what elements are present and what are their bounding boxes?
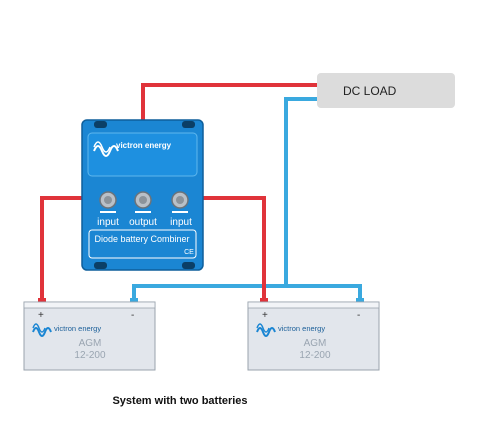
battery-brand: victron energy	[54, 324, 101, 333]
positive-wire-battery-2	[180, 196, 266, 300]
mount-slot	[182, 121, 195, 128]
diagram-caption: System with two batteries	[112, 395, 248, 407]
battery-terminal-negative	[130, 298, 138, 303]
combiner-logo-panel	[87, 132, 198, 177]
battery-2: + - victron energy AGM 12-200	[247, 298, 380, 371]
negative-wire-bus	[132, 284, 362, 299]
negative-wires	[132, 97, 362, 299]
battery-negative-sign: -	[131, 310, 134, 321]
battery-brand: victron energy	[278, 324, 325, 333]
terminal-label-input-right: input	[170, 217, 192, 228]
battery-body	[23, 301, 156, 371]
terminal-label-input-left: input	[97, 217, 119, 228]
battery-model: 12-200	[74, 350, 106, 361]
battery-positive-sign: +	[38, 310, 44, 321]
combiner-name-panel	[88, 229, 197, 259]
battery-positive-sign: +	[262, 310, 268, 321]
victron-logo-icon	[32, 323, 52, 337]
combiner-terminal-input-right	[171, 191, 189, 209]
battery-type: AGM	[304, 338, 327, 349]
battery-1: + - victron energy AGM 12-200	[23, 298, 156, 371]
battery-type: AGM	[79, 338, 102, 349]
battery-terminal-positive	[260, 298, 268, 303]
terminal-label-output: output	[129, 217, 157, 228]
ce-mark: CE	[184, 249, 194, 256]
mount-slot	[182, 262, 195, 269]
battery-model: 12-200	[299, 350, 331, 361]
combiner-terminal-output	[134, 191, 152, 209]
battery-terminal-positive	[38, 298, 46, 303]
combiner-brand: victron energy	[116, 141, 172, 150]
negative-wire-load	[284, 97, 317, 286]
combiner-product-name: Diode battery Combiner	[94, 234, 189, 244]
battery-top-band	[23, 301, 156, 309]
battery-combiner: victron energy input output input Diode …	[81, 119, 204, 271]
battery-negative-sign: -	[357, 310, 360, 321]
victron-logo-icon	[256, 323, 276, 337]
combiner-terminal-input-left	[99, 191, 117, 209]
mount-slot	[94, 121, 107, 128]
battery-top-band	[247, 301, 380, 309]
dc-load-box	[317, 73, 455, 108]
victron-logo-icon	[93, 141, 119, 157]
dc-load-label: DC LOAD	[343, 84, 397, 98]
battery-terminal-negative	[356, 298, 364, 303]
mount-slot	[94, 262, 107, 269]
